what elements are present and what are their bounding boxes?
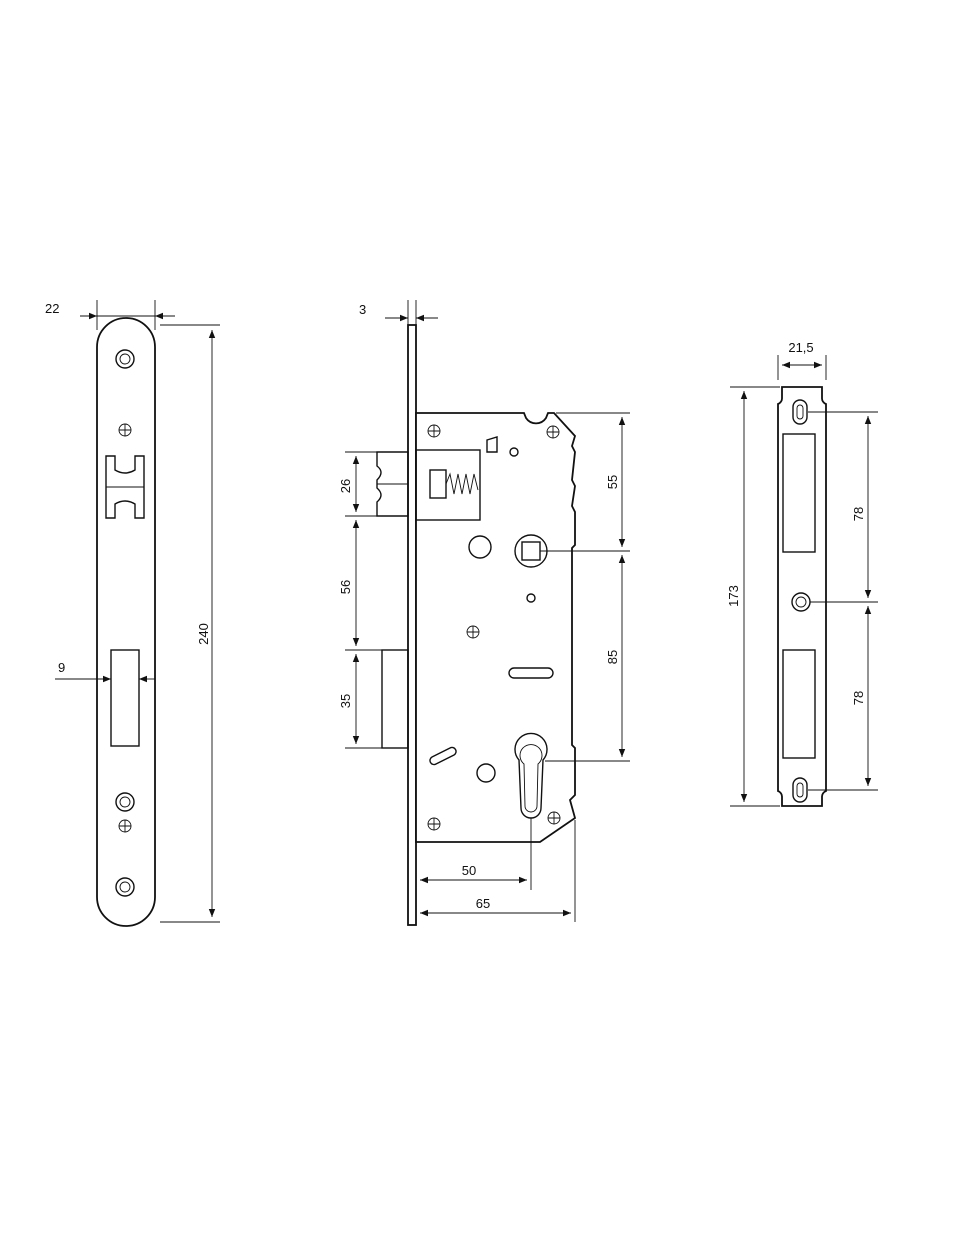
faceplate-bolt-opening — [110, 649, 140, 747]
latch-spring — [445, 472, 479, 495]
dim-label-22: 22 — [45, 301, 59, 316]
case-screw-top-left — [427, 424, 441, 438]
dim-strike-spacing: 78 78 — [808, 411, 878, 791]
dim-backset-row: 50 65 — [420, 818, 576, 922]
dim-label-50: 50 — [462, 863, 476, 878]
dim-label-240: 240 — [196, 623, 211, 645]
faceplate-screw-cross-bottom — [118, 819, 132, 833]
dim-strike-width: 21,5 — [777, 340, 827, 380]
case-screw-mid — [466, 625, 480, 639]
dim-label-3: 3 — [359, 302, 366, 317]
latch-housing — [415, 449, 481, 521]
case-tab — [486, 436, 498, 453]
lock-case-outline — [415, 412, 577, 843]
dim-follower-column: 55 85 — [540, 412, 630, 762]
dim-label-78-bottom: 78 — [851, 691, 866, 705]
deadbolt — [381, 649, 409, 749]
dim-faceplate-width: 22 — [45, 300, 175, 330]
dim-front-thickness: 3 — [359, 300, 438, 325]
case-hole-small — [526, 593, 536, 603]
dim-label-26: 26 — [338, 479, 353, 493]
faceplate-outline — [96, 317, 156, 927]
dim-faceplate-slot: 9 — [55, 660, 155, 683]
faceplate-view: 22 240 9 — [45, 300, 220, 927]
strike-latch-opening — [782, 433, 816, 553]
dim-label-173: 173 — [726, 585, 741, 607]
case-slot-horizontal — [508, 667, 554, 679]
strike-plate-outline — [777, 386, 827, 807]
faceplate-screw-mid — [115, 792, 135, 812]
dim-strike-length: 173 — [726, 386, 780, 807]
faceplate-screw-bottom — [115, 877, 135, 897]
strike-bolt-opening — [782, 649, 816, 759]
strike-plate-view: 21,5 173 78 78 — [726, 340, 878, 807]
euro-cylinder-cutout — [514, 732, 548, 819]
case-hole-large — [468, 535, 492, 559]
faceplate-screw-top — [115, 349, 135, 369]
case-screw-bottom-right — [547, 811, 561, 825]
dim-label-78-top: 78 — [851, 507, 866, 521]
strike-screw-bottom — [792, 777, 808, 803]
dim-label-85: 85 — [605, 650, 620, 664]
case-screw-top-right — [546, 425, 560, 439]
lock-body-view: 3 26 56 35 55 85 — [338, 300, 630, 926]
strike-screw-top — [792, 399, 808, 425]
dim-label-55: 55 — [605, 475, 620, 489]
faceplate-screw-cross-top — [118, 423, 132, 437]
lock-front-plate — [407, 324, 417, 926]
dim-label-56: 56 — [338, 580, 353, 594]
latch-bolt — [376, 451, 409, 517]
case-hole-lower — [476, 763, 496, 783]
dim-label-21-5: 21,5 — [788, 340, 813, 355]
faceplate-latch-opening — [105, 455, 145, 519]
dim-faceplate-length: 240 — [160, 324, 220, 923]
dim-latch-column: 26 56 35 — [338, 451, 382, 749]
case-screw-bottom-left — [427, 817, 441, 831]
dim-label-65: 65 — [476, 896, 490, 911]
case-hole-small-top — [509, 447, 519, 457]
case-slot-diagonal — [429, 746, 457, 766]
dim-label-9: 9 — [58, 660, 65, 675]
dim-label-35: 35 — [338, 694, 353, 708]
